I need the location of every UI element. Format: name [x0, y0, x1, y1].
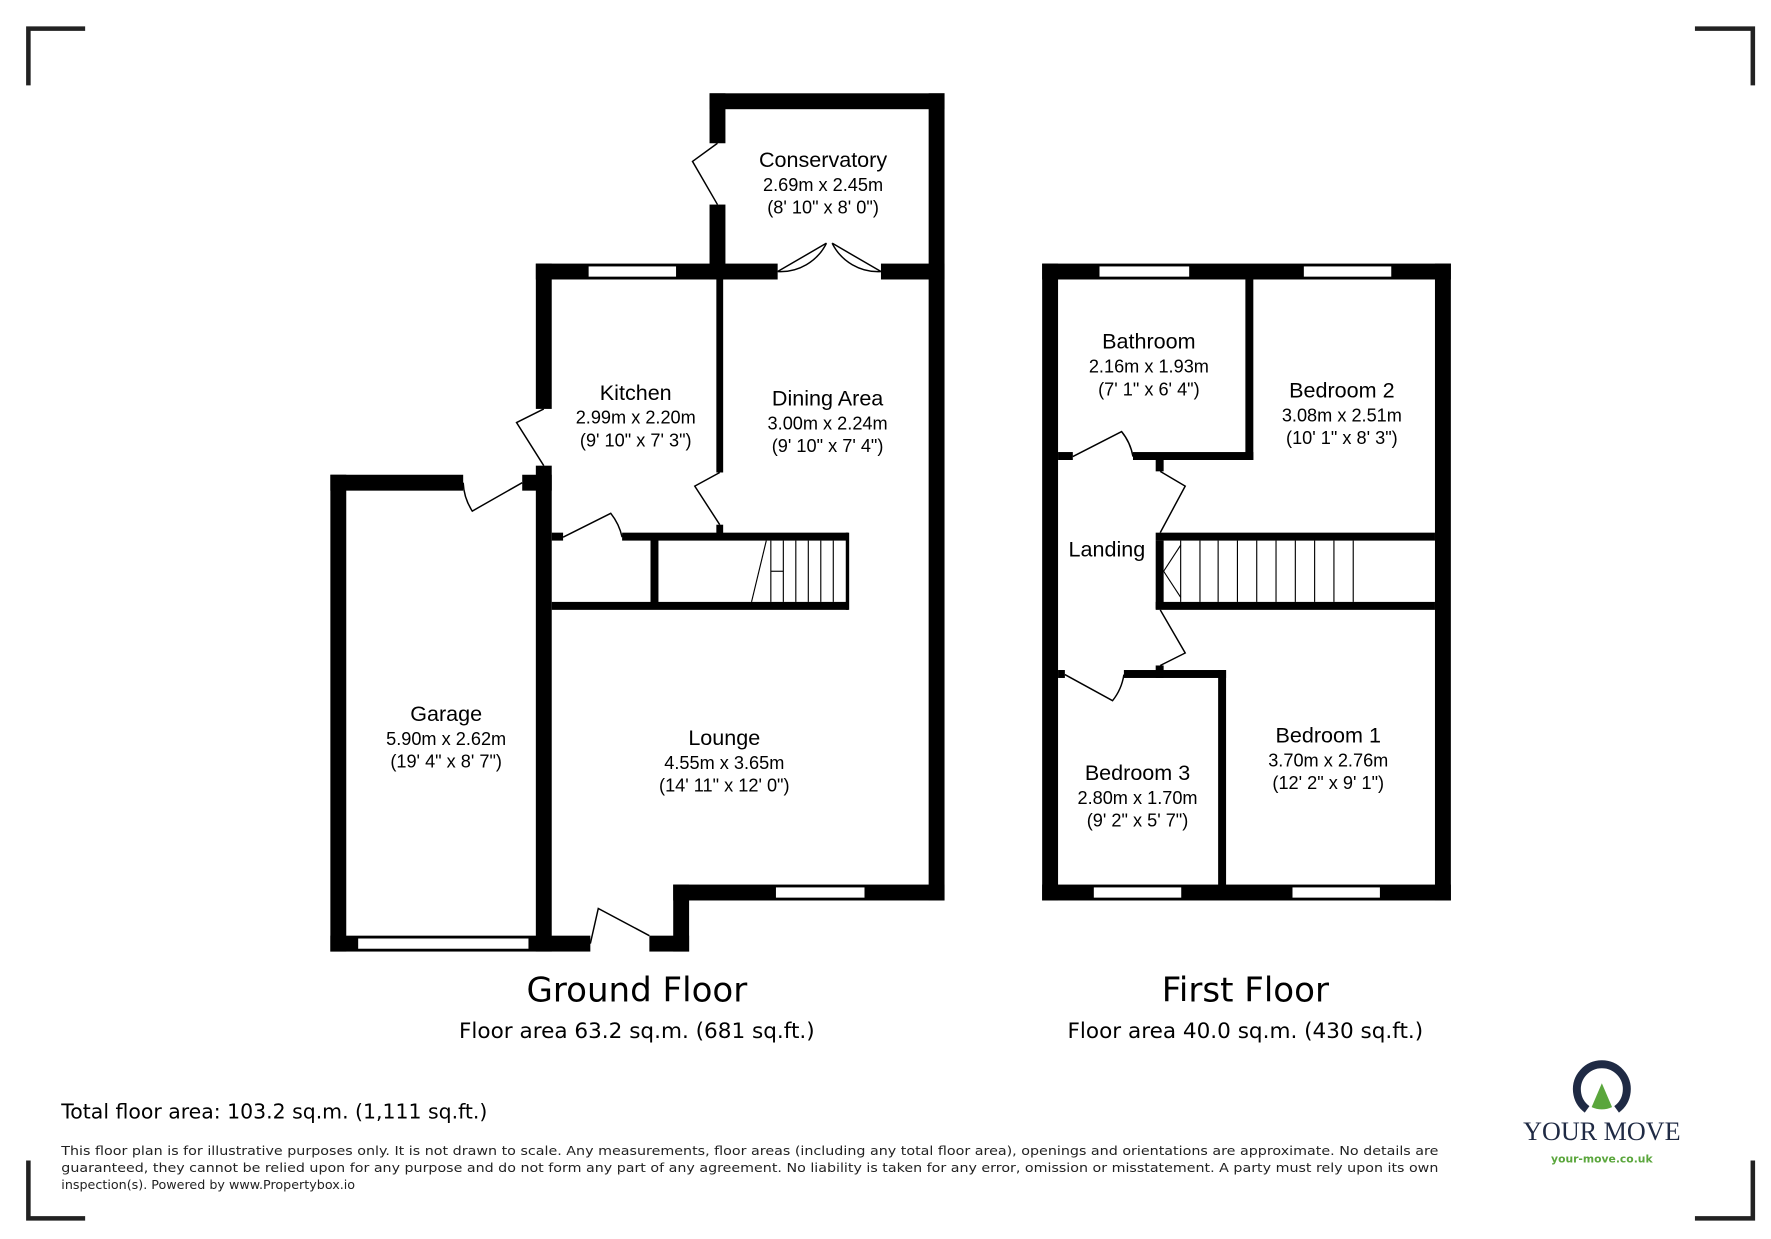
- svg-text:(19' 4" x 8' 7"): (19' 4" x 8' 7"): [390, 752, 502, 772]
- svg-text:Garage: Garage: [410, 701, 482, 726]
- svg-text:(12' 2" x 9' 1"): (12' 2" x 9' 1"): [1272, 773, 1384, 793]
- svg-text:2.69m x 2.45m: 2.69m x 2.45m: [763, 175, 883, 195]
- svg-text:(9' 10" x 7' 4"): (9' 10" x 7' 4"): [772, 436, 884, 456]
- svg-text:Bedroom 3: Bedroom 3: [1085, 760, 1190, 785]
- svg-text:Kitchen: Kitchen: [600, 380, 672, 405]
- room-bedroom-1: Bedroom 1 3.70m x 2.76m (12' 2" x 9' 1"): [1268, 723, 1388, 794]
- svg-text:(8' 10" x 8' 0"): (8' 10" x 8' 0"): [767, 198, 879, 218]
- svg-text:your-move.co.uk: your-move.co.uk: [1551, 1153, 1653, 1166]
- room-landing: Landing: [1069, 536, 1146, 561]
- room-dining-area: Dining Area 3.00m x 2.24m (9' 10" x 7' 4…: [768, 386, 888, 457]
- svg-text:guaranteed, they cannot be rel: guaranteed, they cannot be relied upon f…: [61, 1160, 1438, 1175]
- svg-text:This floor plan is for illustr: This floor plan is for illustrative purp…: [60, 1143, 1438, 1158]
- room-bedroom-3: Bedroom 3 2.80m x 1.70m (9' 2" x 5' 7"): [1077, 760, 1197, 831]
- room-conservatory: Conservatory 2.69m x 2.45m (8' 10" x 8' …: [759, 147, 887, 218]
- room-bathroom: Bathroom 2.16m x 1.93m (7' 1" x 6' 4"): [1089, 329, 1209, 400]
- first-floor-title: First Floor: [1162, 971, 1329, 1011]
- svg-text:YOUR MOVE: YOUR MOVE: [1523, 1117, 1680, 1146]
- first-floor-walls: [1042, 263, 1451, 901]
- svg-text:Lounge: Lounge: [688, 725, 760, 750]
- svg-text:2.99m x 2.20m: 2.99m x 2.20m: [576, 408, 696, 428]
- total-floor-area: Total floor area: 103.2 sq.m. (1,111 sq.…: [60, 1099, 487, 1123]
- svg-text:5.90m x 2.62m: 5.90m x 2.62m: [386, 729, 506, 749]
- ground-floor-walls: [330, 93, 945, 952]
- svg-text:2.80m x 1.70m: 2.80m x 1.70m: [1077, 788, 1197, 808]
- ground-floor-area: Floor area 63.2 sq.m. (681 sq.ft.): [459, 1019, 815, 1044]
- svg-text:2.16m x 1.93m: 2.16m x 1.93m: [1089, 357, 1209, 377]
- ground-floor-title: Ground Floor: [526, 971, 747, 1011]
- logo-triangle-icon: [1591, 1083, 1613, 1110]
- room-kitchen: Kitchen 2.99m x 2.20m (9' 10" x 7' 3"): [576, 380, 696, 451]
- corner-marks: [26, 26, 1756, 1221]
- svg-text:4.55m x 3.65m: 4.55m x 3.65m: [664, 753, 784, 773]
- first-floor-area: Floor area 40.0 sq.m. (430 sq.ft.): [1068, 1019, 1424, 1044]
- svg-text:Dining Area: Dining Area: [772, 386, 883, 411]
- logo-arc-icon: [1572, 1060, 1631, 1113]
- svg-text:3.08m x 2.51m: 3.08m x 2.51m: [1282, 405, 1402, 425]
- room-lounge: Lounge 4.55m x 3.65m (14' 11" x 12' 0"): [659, 725, 790, 796]
- svg-text:(9' 2" x 5' 7"): (9' 2" x 5' 7"): [1087, 811, 1189, 831]
- svg-text:Conservatory: Conservatory: [759, 147, 887, 172]
- your-move-logo: YOUR MOVE your-move.co.uk: [1523, 1060, 1681, 1166]
- svg-text:3.00m x 2.24m: 3.00m x 2.24m: [768, 413, 888, 433]
- svg-text:Bedroom 1: Bedroom 1: [1276, 723, 1381, 748]
- svg-text:3.70m x 2.76m: 3.70m x 2.76m: [1268, 751, 1388, 771]
- svg-text:Bedroom 2: Bedroom 2: [1289, 378, 1394, 403]
- svg-text:inspection(s). Powered by www.: inspection(s). Powered by www.Propertybo…: [61, 1177, 355, 1192]
- room-bedroom-2: Bedroom 2 3.08m x 2.51m (10' 1" x 8' 3"): [1282, 378, 1402, 449]
- svg-text:(10' 1" x 8' 3"): (10' 1" x 8' 3"): [1286, 428, 1398, 448]
- svg-text:(14' 11" x 12' 0"): (14' 11" x 12' 0"): [659, 775, 790, 795]
- svg-text:(9' 10" x 7' 3"): (9' 10" x 7' 3"): [580, 430, 692, 450]
- disclaimer: This floor plan is for illustrative purp…: [60, 1143, 1438, 1192]
- svg-text:Bathroom: Bathroom: [1102, 329, 1195, 354]
- svg-text:(7' 1" x 6' 4"): (7' 1" x 6' 4"): [1098, 379, 1200, 399]
- room-garage: Garage 5.90m x 2.62m (19' 4" x 8' 7"): [386, 701, 506, 772]
